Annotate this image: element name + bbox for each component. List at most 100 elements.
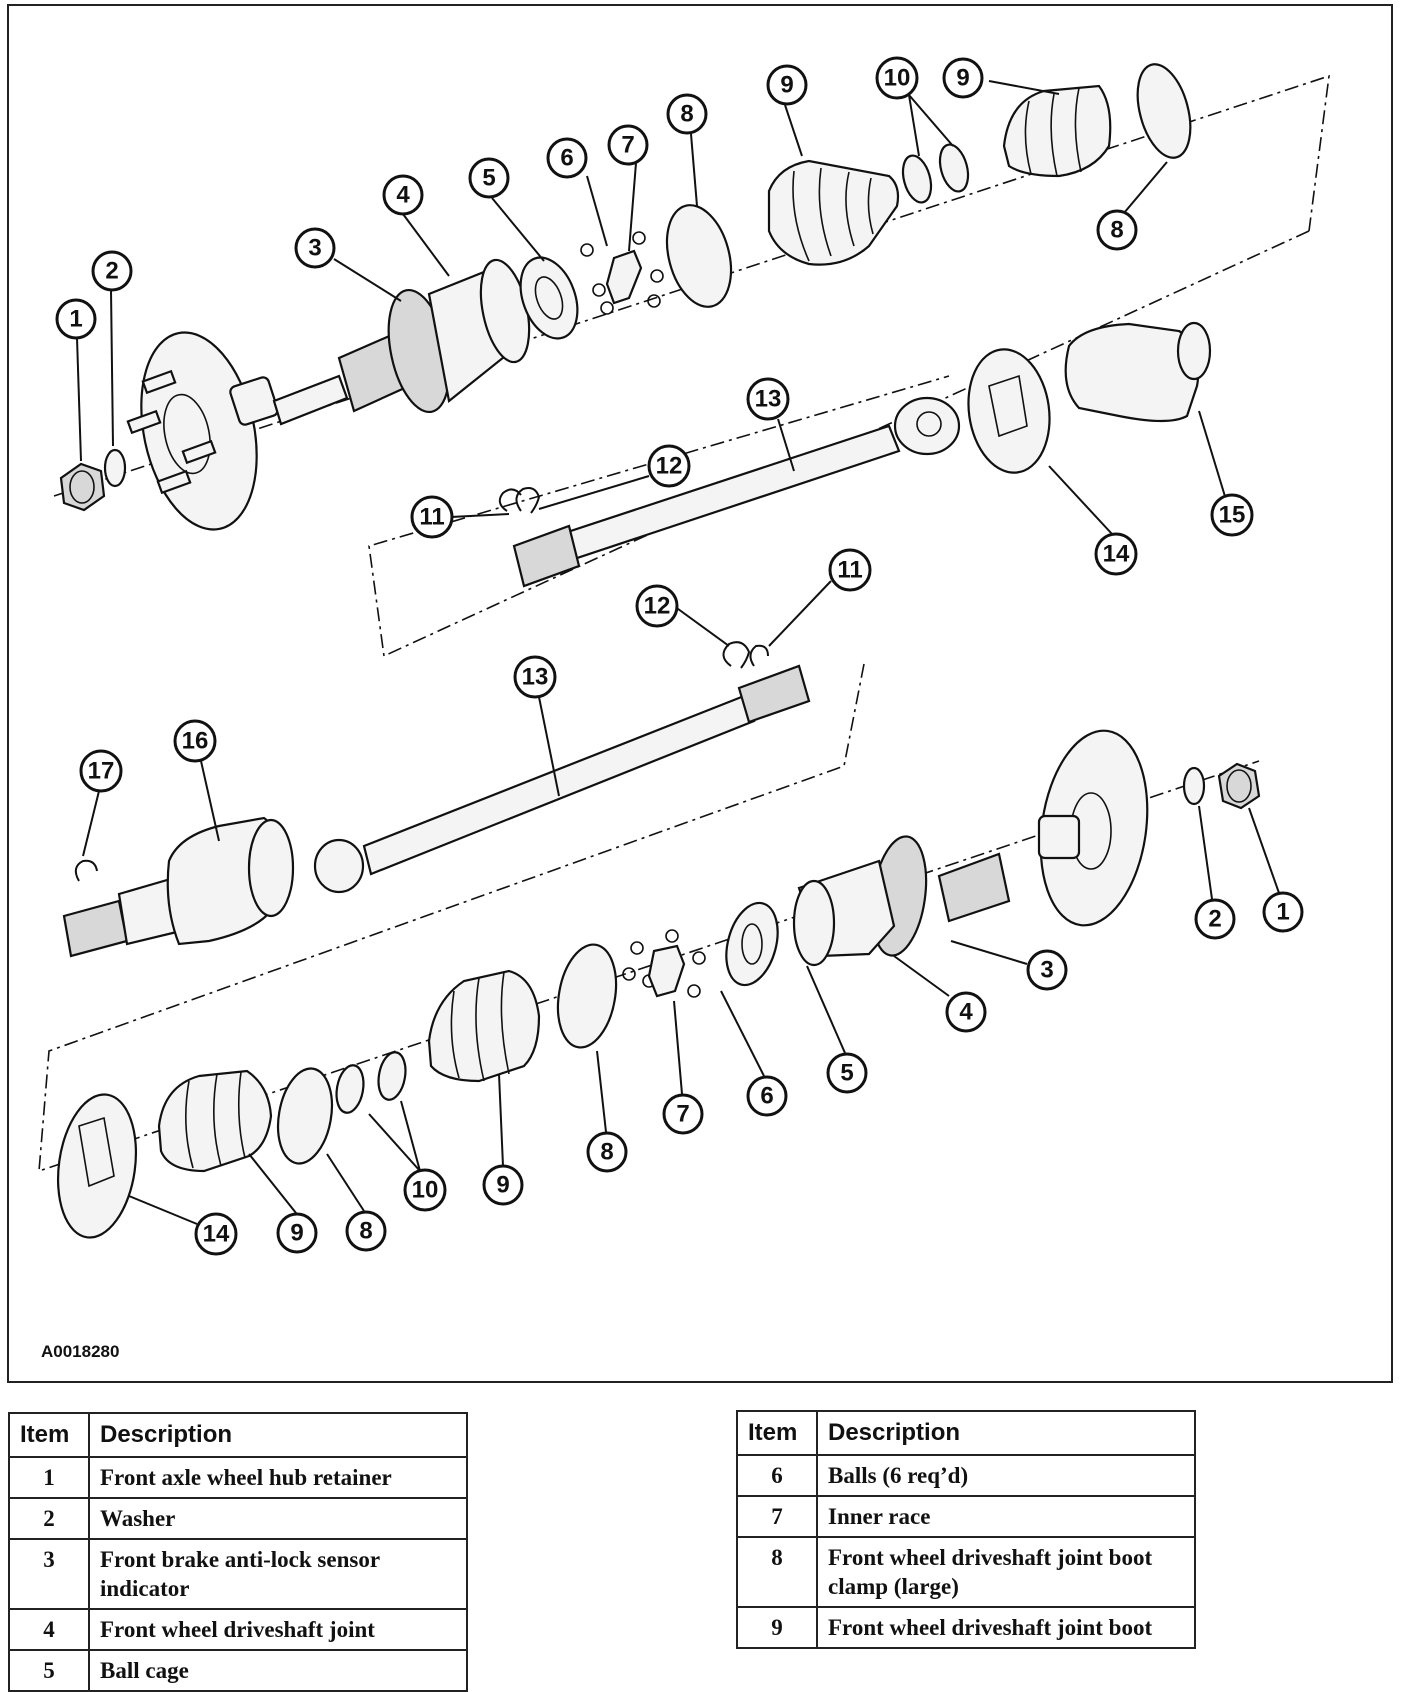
svg-text:9: 9 (780, 72, 793, 99)
callout-2-upper: 2 (91, 250, 133, 292)
svg-text:4: 4 (959, 999, 973, 1026)
svg-text:11: 11 (837, 557, 862, 584)
boot-clamp-small-upper-b (938, 143, 970, 193)
item-description: Front wheel driveshaft joint boot (816, 1606, 1196, 1649)
leader-lines (76, 80, 1280, 1225)
boot-clamp-large-lower (556, 943, 618, 1049)
callout-5-upper: 5 (468, 157, 510, 199)
ball-cage-lower (725, 901, 779, 987)
item-number: 2 (8, 1497, 90, 1540)
callout-2-lower: 2 (1194, 898, 1236, 940)
callout-4-lower: 4 (945, 991, 987, 1033)
callout-15: 15 (1210, 493, 1254, 537)
callout-5-lower: 5 (826, 1052, 868, 1094)
svg-text:10: 10 (884, 65, 911, 92)
callout-8-upper: 8 (666, 93, 708, 135)
hub-retainer-nut-lower (1217, 762, 1261, 810)
intermediate-shaft-upper (512, 396, 961, 588)
callout-16: 16 (173, 719, 217, 763)
callout-13-lower: 13 (513, 655, 557, 699)
driveshaft-exploded-diagram: 1 2 3 4 5 6 7 8 9 10 9 8 11 12 13 14 15 … (38, 56, 1330, 1256)
svg-text:14: 14 (1103, 541, 1130, 568)
joint-boot-inner-upper (1002, 84, 1112, 178)
callout-6-lower: 6 (746, 1075, 788, 1117)
joint-housing-upper (387, 258, 531, 414)
item-description: Front axle wheel hub retainer (88, 1456, 468, 1499)
table-row: 1 Front axle wheel hub retainer (8, 1456, 468, 1499)
callout-12-lower: 12 (635, 584, 679, 628)
item-number: 1 (8, 1456, 90, 1499)
item-number: 7 (736, 1495, 818, 1538)
callout-3-upper: 3 (294, 227, 336, 269)
svg-text:2: 2 (1208, 906, 1221, 933)
callout-11-upper: 11 (410, 495, 454, 539)
svg-text:6: 6 (560, 145, 573, 172)
joint-boot-inner-lower (157, 1069, 273, 1173)
callout-8-lower-left: 8 (345, 1210, 387, 1252)
item-number: 3 (8, 1538, 90, 1610)
boot-clamp-large-upper-b (1136, 63, 1192, 159)
wheel-hub-upper (126, 331, 279, 531)
item-description: Washer (88, 1497, 468, 1540)
svg-text:9: 9 (496, 1172, 509, 1199)
svg-text:12: 12 (656, 453, 683, 480)
item-number: 8 (736, 1536, 818, 1608)
svg-text:2: 2 (105, 258, 118, 285)
header-description: Description (88, 1412, 468, 1458)
washer-lower (1182, 766, 1206, 806)
callout-1-lower: 1 (1262, 891, 1304, 933)
callout-4-upper: 4 (382, 174, 424, 216)
svg-text:5: 5 (840, 1060, 853, 1087)
stop-ring-upper (515, 487, 541, 514)
joint-stub-shaft-upper (272, 332, 411, 426)
svg-text:8: 8 (1110, 217, 1123, 244)
callout-11-lower: 11 (828, 548, 872, 592)
callout-12-upper: 12 (647, 444, 691, 488)
callout-10-lower: 10 (403, 1168, 447, 1212)
svg-text:9: 9 (956, 65, 969, 92)
callout-3-lower: 3 (1026, 949, 1068, 991)
callout-10-upper: 10 (875, 56, 919, 100)
callout-9-lower-inner: 9 (276, 1212, 318, 1254)
svg-text:14: 14 (203, 1221, 230, 1248)
wheel-hub-lower (1037, 729, 1149, 927)
svg-text:17: 17 (88, 758, 115, 785)
boot-clamp-large-upper (665, 204, 733, 308)
svg-text:5: 5 (482, 165, 495, 192)
snap-ring-lower (749, 644, 769, 667)
item-description: Inner race (816, 1495, 1196, 1538)
circlip-lower (74, 859, 98, 882)
ball-cage-upper (519, 256, 579, 340)
svg-text:4: 4 (396, 182, 410, 209)
callout-9-upper: 9 (766, 64, 808, 106)
svg-text:7: 7 (676, 1101, 689, 1128)
item-description: Front wheel driveshaft joint (88, 1608, 468, 1651)
svg-text:13: 13 (522, 664, 549, 691)
svg-text:12: 12 (644, 593, 671, 620)
figure-code: A0018280 (41, 1342, 120, 1361)
callout-9-upper-inner: 9 (942, 57, 984, 99)
item-number: 9 (736, 1606, 818, 1649)
balls-and-inner-race-upper (580, 231, 664, 315)
item-description: Front brake anti-lock sensor indicator (88, 1538, 468, 1610)
header-description: Description (816, 1410, 1196, 1456)
item-description: Balls (6 req’d) (816, 1454, 1196, 1497)
tripod-housing-lower (62, 816, 295, 958)
balls-and-inner-race-lower (622, 929, 706, 998)
svg-text:16: 16 (182, 728, 209, 755)
callout-14-upper: 14 (1094, 532, 1138, 576)
callout-7-lower: 7 (662, 1093, 704, 1135)
boot-clamp-small-lower-b (377, 1051, 407, 1101)
table-row: 7 Inner race (736, 1495, 1196, 1538)
svg-text:11: 11 (419, 504, 444, 531)
svg-text:9: 9 (290, 1220, 303, 1247)
callout-6-upper: 6 (546, 137, 588, 179)
svg-text:3: 3 (1040, 957, 1053, 984)
table-row: 9 Front wheel driveshaft joint boot (736, 1606, 1196, 1649)
svg-text:1: 1 (69, 306, 82, 333)
callout-9-lower: 9 (482, 1164, 524, 1206)
callout-13-upper: 13 (746, 377, 790, 421)
callout-1-upper: 1 (55, 298, 97, 340)
svg-text:8: 8 (600, 1139, 613, 1166)
callout-17: 17 (79, 749, 123, 793)
